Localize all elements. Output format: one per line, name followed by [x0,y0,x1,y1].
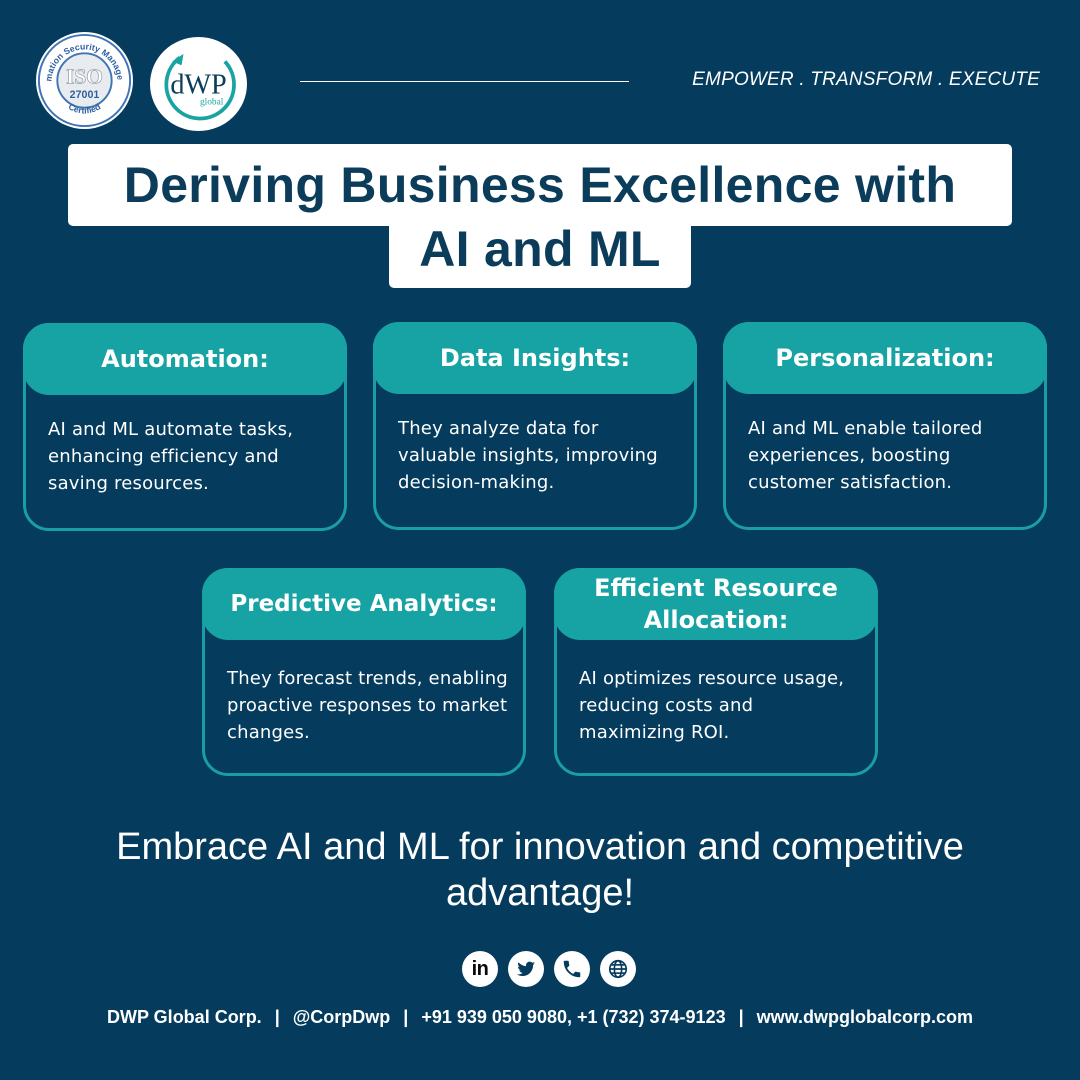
globe-glyph [608,959,628,979]
card-header: Efficient Resource Allocation: [554,568,878,640]
iso-number: 27001 [70,89,100,101]
header-divider [300,81,629,82]
dwp-logo-graphic: dWP global [164,53,236,121]
card-description: AI and ML enable tailored experiences, b… [748,418,983,493]
svg-text:Certified: Certified [67,101,102,115]
twitter-bird-glyph [516,961,536,977]
card-description: AI optimizes resource usage, reducing co… [579,668,845,743]
card-efficient-resource-allocation: Efficient Resource Allocation: AI optimi… [554,568,878,776]
footer-website[interactable]: www.dwpglobalcorp.com [756,1007,973,1027]
linkedin-icon[interactable]: in [462,951,498,987]
footer-separator: | [274,1007,280,1027]
footer-handle[interactable]: @CorpDwp [292,1007,391,1027]
card-data-insights: Data Insights: They analyze data for val… [373,322,697,530]
phone-icon[interactable] [554,951,590,987]
card-description: They analyze data for valuable insights,… [398,418,658,493]
card-title: Automation: [101,345,269,373]
social-links: in [462,951,636,987]
card-title: Efficient Resource Allocation: [594,574,838,634]
linkedin-glyph: in [471,957,489,980]
card-description: They forecast trends, enabling proactive… [227,668,508,743]
closing-statement: Embrace AI and ML for innovation and com… [116,826,964,914]
card-title: Data Insights: [439,344,631,372]
dwp-logo-sub: global [200,98,224,108]
card-header: Predictive Analytics: [202,568,526,640]
globe-icon[interactable] [600,951,636,987]
twitter-icon[interactable] [508,951,544,987]
card-predictive-analytics: Predictive Analytics: They forecast tren… [202,568,526,776]
card-personalization: Personalization: AI and ML enable tailor… [723,322,1047,530]
title-banner-line1: Deriving Business Excellence with [68,144,1012,226]
footer-phones[interactable]: +91 939 050 9080, +1 (732) 374-9123 [421,1007,726,1027]
dwp-logo-main: dWP [170,69,226,100]
card-title: Predictive Analytics: [230,591,498,617]
card-header: Personalization: [723,322,1047,394]
title-banner-line2: AI and ML [389,220,691,288]
dwp-global-logo: dWP global [150,37,247,131]
card-title: Personalization: [775,344,995,372]
footer-company: DWP Global Corp. [107,1007,262,1027]
iso-27001-badge: Information Security Management Certifie… [36,32,133,129]
page-title-line2: AI and ML [419,221,661,277]
card-header: Automation: [23,323,347,395]
card-automation: Automation: AI and ML automate tasks, en… [23,323,347,531]
iso-center-text: ISO [66,64,103,88]
card-description: AI and ML automate tasks, enhancing effi… [48,419,294,494]
tagline: EMPOWER . TRANSFORM . EXECUTE [692,69,1040,90]
footer-separator: | [738,1007,744,1027]
card-header: Data Insights: [373,322,697,394]
footer-contact-bar: DWP Global Corp. | @CorpDwp | +91 939 050 90… [0,1007,1080,1028]
iso-ring-bottom-text: Certified [67,101,102,115]
phone-handset-glyph [563,960,581,978]
footer-separator: | [403,1007,409,1027]
iso-badge-graphic: Information Security Management Certifie… [36,32,132,128]
page-title-line1: Deriving Business Excellence with [123,157,957,213]
